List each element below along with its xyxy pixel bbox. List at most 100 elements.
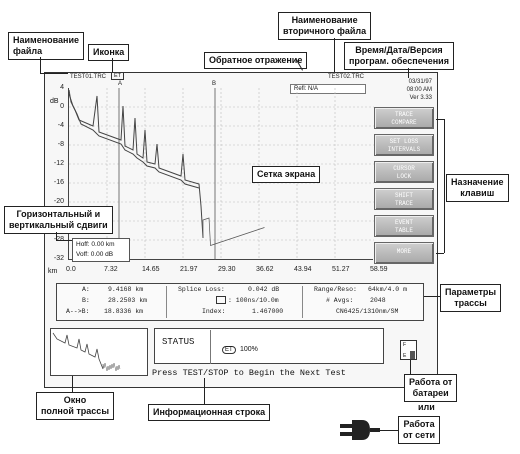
battery-empty-letter: E bbox=[403, 353, 407, 359]
softkey-label: MORE bbox=[396, 248, 412, 255]
param-pulse-value: : 100ns/10.0m bbox=[228, 297, 279, 304]
softkey-label: TRACE bbox=[394, 111, 413, 118]
x-tick-label: 0.0 bbox=[66, 266, 76, 273]
trace-plot[interactable] bbox=[68, 88, 374, 260]
leader bbox=[112, 58, 113, 72]
softkey-set-loss-intervals[interactable]: SET LOSS INTERVALS bbox=[374, 134, 434, 156]
leader bbox=[380, 430, 398, 431]
callout-line: вертикальный сдвиги bbox=[9, 220, 108, 230]
full-trace-window[interactable] bbox=[50, 328, 148, 376]
callout-key-assign: Назначение клавиш bbox=[446, 174, 509, 202]
softkey-label: LOCK bbox=[396, 173, 412, 180]
softkey-more[interactable]: MORE bbox=[374, 242, 434, 264]
softkey-label: CURSOR bbox=[393, 165, 415, 172]
leader bbox=[40, 57, 41, 74]
param-avgs-label: # Avgs: bbox=[326, 297, 354, 304]
y-tick-label: -8 bbox=[57, 141, 64, 148]
y-tick-label: 4 bbox=[60, 84, 64, 91]
y-tick-label: -20 bbox=[53, 198, 64, 205]
status-label: STATUS bbox=[162, 337, 195, 347]
callout-reflection: Обратное отражение bbox=[204, 52, 308, 69]
callout-shifts: Горизонтальный и вертикальный сдвиги bbox=[4, 206, 113, 234]
battery-icon: F E bbox=[400, 340, 417, 360]
callout-line: Параметры bbox=[445, 287, 497, 297]
param-avgs-value: 2048 bbox=[370, 297, 386, 304]
callout-line: Окно bbox=[63, 395, 87, 405]
y-unit: dB bbox=[50, 98, 59, 105]
x-tick-label: 7.32 bbox=[104, 266, 118, 273]
reflectance-box: Refl: N/A bbox=[290, 84, 366, 94]
y-tick-label: -16 bbox=[53, 179, 64, 186]
softkey-label: INTERVALS bbox=[387, 146, 421, 153]
x-tick-label: 14.65 bbox=[142, 266, 160, 273]
leader bbox=[436, 253, 444, 254]
callout-mains: Работа от сети bbox=[398, 416, 441, 444]
power-plug-icon bbox=[340, 420, 380, 440]
leader bbox=[204, 378, 205, 404]
x-tick-label: 51.27 bbox=[332, 266, 350, 273]
fiber-trace bbox=[68, 89, 204, 239]
callout-battery: Работа от батареи bbox=[404, 374, 458, 402]
offset-box: Hoff: 0.00 km Voff: 0.00 dB bbox=[72, 238, 130, 262]
softkey-event-table[interactable]: EVENT TABLE bbox=[374, 215, 434, 237]
callout-line: Наименование bbox=[13, 35, 80, 45]
callout-grid: Сетка экрана bbox=[252, 166, 321, 183]
or-text: или bbox=[418, 402, 435, 412]
x-unit: km bbox=[48, 268, 58, 275]
softkey-cursor-lock[interactable]: CURSOR LOCK bbox=[374, 161, 434, 183]
secondary-file-name: TEST02.TRC bbox=[328, 74, 365, 80]
trace-parameters-panel bbox=[56, 283, 424, 321]
reflectance-value: N/A bbox=[308, 86, 319, 92]
callout-line: трассы bbox=[454, 298, 487, 308]
callout-line: Работа от bbox=[409, 377, 453, 387]
callout-line: Работа bbox=[403, 419, 435, 429]
leader bbox=[72, 376, 73, 392]
leader bbox=[410, 360, 411, 374]
callout-line: програм. обеспечения bbox=[349, 56, 449, 66]
datetime-block: 03/31/97 08:00 AM Ver 3.33 bbox=[388, 78, 432, 102]
full-trace-svg bbox=[52, 332, 121, 372]
leader bbox=[40, 73, 68, 74]
marker-b-label: B bbox=[212, 81, 217, 87]
softkey-label: TRACE bbox=[394, 200, 413, 207]
callout-line: Назначение bbox=[451, 177, 504, 187]
trace-noise bbox=[202, 217, 265, 246]
param-b-value: 28.2503 km bbox=[108, 297, 148, 304]
callout-icon: Иконка bbox=[88, 44, 130, 61]
callout-time-date: Время/Дата/Версия програм. обеспечения bbox=[344, 42, 454, 70]
param-index-label: Index: bbox=[202, 308, 226, 315]
time-text: 08:00 AM bbox=[406, 87, 432, 93]
param-b-label: B: bbox=[82, 297, 90, 304]
y-tick-label: -4 bbox=[57, 122, 64, 129]
battery-full-letter: F bbox=[403, 342, 407, 348]
callout-line: Время/Дата/Версия bbox=[355, 45, 443, 55]
callout-trace-params: Параметры трассы bbox=[440, 284, 502, 312]
info-line-text: Press TEST/STOP to Begin the Next Test bbox=[152, 368, 346, 378]
hoff-text: Hoff: 0.00 km bbox=[76, 241, 115, 248]
pulse-width-icon bbox=[216, 296, 226, 304]
softkey-label: COMPARE bbox=[391, 119, 417, 126]
battery-level bbox=[410, 351, 415, 359]
callout-line: Наименование bbox=[291, 15, 358, 25]
file-name: TEST01.TRC bbox=[70, 74, 107, 80]
param-ab-label: A-->B: bbox=[66, 308, 90, 315]
leader bbox=[436, 119, 444, 120]
param-index-value: 1.467000 bbox=[252, 308, 284, 315]
status-value: 100% bbox=[240, 346, 258, 353]
param-splice-value: 0.042 dB bbox=[248, 286, 280, 293]
callout-file-name: Наименование файла bbox=[8, 32, 85, 60]
y-tick-label: -28 bbox=[44, 236, 64, 243]
callout-line: полной трассы bbox=[41, 406, 110, 416]
callout-line: от сети bbox=[403, 430, 436, 440]
leader bbox=[334, 38, 335, 72]
leader bbox=[444, 119, 445, 253]
leader bbox=[56, 240, 72, 241]
softkey-trace-compare[interactable]: TRACE COMPARE bbox=[374, 107, 434, 129]
param-splice-label: Splice Loss: bbox=[178, 286, 225, 293]
softkey-shift-trace[interactable]: SHIFT TRACE bbox=[374, 188, 434, 210]
voff-text: Voff: 0.00 dB bbox=[76, 251, 114, 258]
param-divider bbox=[166, 286, 167, 318]
status-box bbox=[154, 328, 384, 364]
trace-svg bbox=[68, 88, 374, 260]
callout-line: файла bbox=[13, 46, 43, 56]
